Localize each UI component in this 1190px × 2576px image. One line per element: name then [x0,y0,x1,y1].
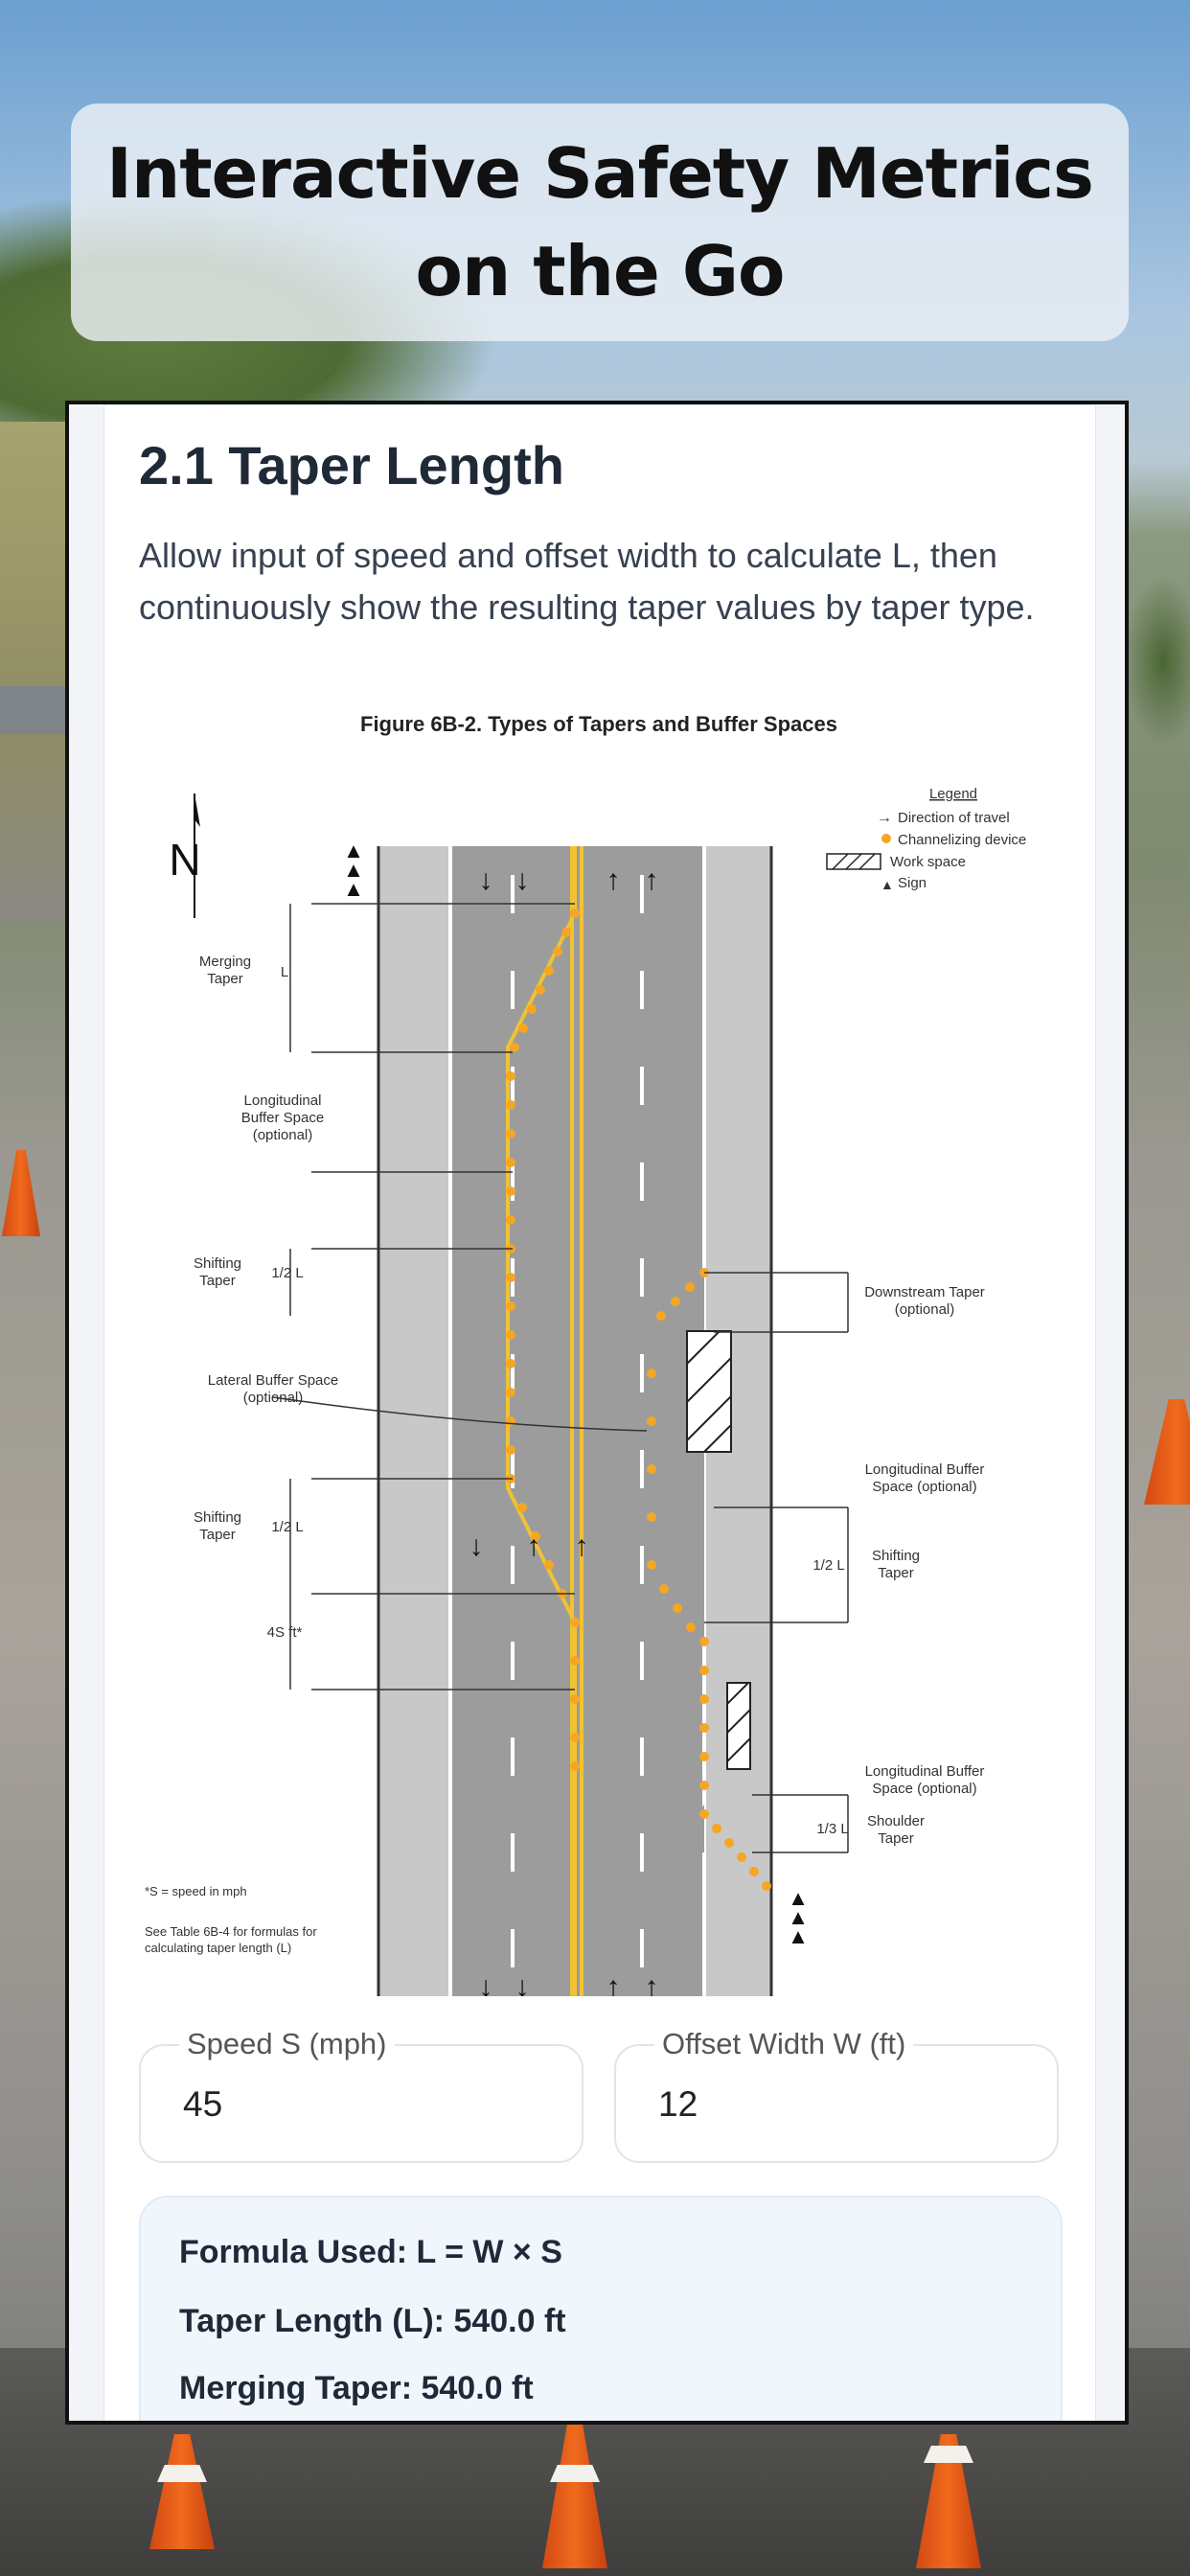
svg-text:See Table 6B-4 for formulas fo: See Table 6B-4 for formulas for [145,1924,317,1939]
offset-width-field[interactable]: Offset Width W (ft) [614,2027,1059,2163]
svg-text:▲: ▲ [788,1924,809,1948]
svg-text:Downstream Taper: Downstream Taper [864,1284,985,1300]
svg-text:↑: ↑ [527,1530,541,1562]
channelizing-devices [506,908,771,1891]
svg-text:→: → [877,810,892,826]
svg-text:Longitudinal Buffer: Longitudinal Buffer [865,1763,985,1780]
svg-text:Space (optional): Space (optional) [872,1781,976,1797]
formula-text: Formula Used: L = W × S [179,2234,562,2270]
svg-text:*S = speed in mph: *S = speed in mph [145,1884,247,1898]
section-description: Allow input of speed and offset width to… [139,536,1035,627]
svg-text:Taper: Taper [878,1830,914,1847]
svg-text:↑: ↑ [575,1530,589,1562]
results-panel: Formula Used: L = W × S Taper Length (L)… [139,2196,1063,2421]
svg-text:(optional): (optional) [253,1127,313,1143]
svg-text:Taper: Taper [199,1273,236,1289]
taper-length-card: 2.1 Taper Length Allow input of speed an… [103,404,1096,2421]
work-space-2 [726,1682,751,1770]
title-line-2: on the Go [415,231,786,311]
svg-text:(optional): (optional) [243,1390,304,1406]
svg-text:Shifting: Shifting [194,1255,241,1272]
svg-text:↓: ↓ [515,864,530,896]
bridge [0,686,67,734]
svg-text:Direction of travel: Direction of travel [898,810,1010,826]
offset-width-label: Offset Width W (ft) [654,2027,914,2061]
svg-text:Taper: Taper [207,971,243,987]
svg-text:Buffer Space: Buffer Space [241,1110,324,1126]
svg-text:Legend: Legend [929,786,977,802]
svg-text:1/2 L: 1/2 L [271,1519,303,1535]
shifted-centerline [506,846,577,1996]
section-heading: 2.1 Taper Length [139,435,564,495]
svg-text:(optional): (optional) [895,1301,955,1318]
svg-text:↑: ↑ [645,1971,659,1996]
page-title: Interactive Safety Metrics on the Go [106,125,1094,320]
svg-text:Shifting: Shifting [194,1509,241,1526]
svg-text:↑: ↑ [606,864,621,896]
svg-text:Sign: Sign [898,875,927,891]
speed-label: Speed S (mph) [179,2027,395,2061]
svg-text:Shifting: Shifting [872,1548,920,1564]
taper-length-result: Taper Length (L): 540.0 ft [179,2303,566,2339]
figure-footnotes: *S = speed in mph See Table 6B-4 for for… [145,1884,317,1955]
speed-field[interactable]: Speed S (mph) [139,2027,584,2163]
svg-text:▲: ▲ [788,1905,809,1929]
offset-width-input[interactable] [658,2084,1022,2125]
svg-text:Space (optional): Space (optional) [872,1479,976,1495]
svg-text:▲: ▲ [881,877,894,892]
svg-text:4S ft*: 4S ft* [267,1624,303,1641]
svg-text:Lateral Buffer Space: Lateral Buffer Space [208,1372,338,1389]
figure-legend: Legend → Direction of travel Channelizing… [826,786,1026,892]
phone-frame: 2.1 Taper Length Allow input of speed an… [65,401,1129,2425]
svg-text:▲: ▲ [343,858,364,882]
north-arrow-icon: N [169,794,201,918]
svg-text:▲: ▲ [343,877,364,901]
svg-text:Channelizing device: Channelizing device [898,832,1026,848]
trees-right [1123,575,1190,748]
svg-text:Merging: Merging [199,954,251,970]
speed-input[interactable] [183,2084,547,2125]
figure-title: Figure 6B-2. Types of Tapers and Buffer … [360,712,837,736]
svg-text:↓: ↓ [515,1971,530,1996]
svg-text:↓: ↓ [479,1971,493,1996]
merging-taper-result: Merging Taper: 540.0 ft [179,2370,534,2406]
svg-text:↑: ↑ [606,1971,621,1996]
title-card: Interactive Safety Metrics on the Go [71,104,1129,341]
svg-text:Taper: Taper [199,1527,236,1543]
svg-text:Work space: Work space [890,854,966,870]
title-line-1: Interactive Safety Metrics [106,133,1094,214]
svg-text:1/2 L: 1/2 L [812,1557,844,1574]
svg-text:▲: ▲ [343,839,364,862]
svg-text:N: N [169,835,200,885]
svg-text:Longitudinal: Longitudinal [244,1092,322,1109]
svg-text:↑: ↑ [645,864,659,896]
svg-text:Longitudinal Buffer: Longitudinal Buffer [865,1461,985,1478]
taper-diagram: ↓↓↑↑ ↓↓↑↑ ↓↑↑ ▲▲▲ ▲▲▲ N [145,786,1026,1996]
svg-text:Shoulder: Shoulder [867,1813,925,1829]
svg-text:L: L [281,964,288,980]
taper-figure: Figure 6B-2. Types of Tapers and Buffer … [139,712,1059,1996]
svg-text:1/2 L: 1/2 L [271,1265,303,1281]
svg-text:Taper: Taper [878,1565,914,1581]
svg-text:↓: ↓ [469,1530,484,1562]
svg-text:calculating taper length (L): calculating taper length (L) [145,1941,291,1955]
svg-text:1/3 L: 1/3 L [816,1821,848,1837]
svg-text:↓: ↓ [479,864,493,896]
svg-text:▲: ▲ [788,1886,809,1910]
